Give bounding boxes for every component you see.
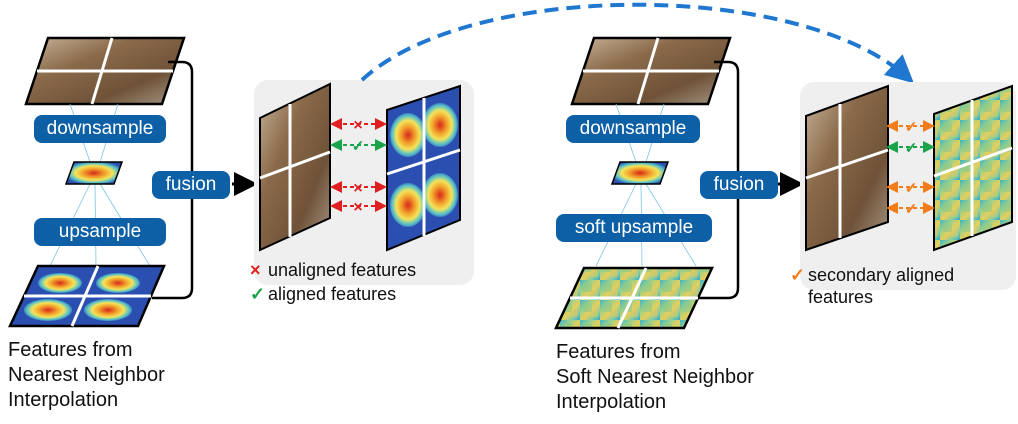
right-legend-secondary-line-2: features (808, 286, 873, 308)
check-icon: ✓ (250, 284, 266, 304)
left-caption-line-1: Features from (8, 339, 133, 361)
left-correspondence-arrows (330, 118, 387, 212)
secondary-label-line-2: features (808, 287, 874, 307)
svg-text:✓: ✓ (905, 201, 918, 218)
svg-text:×: × (353, 180, 362, 197)
secondary-label-line-1: secondary aligned (808, 265, 955, 285)
left-small-heatmap (64, 161, 124, 185)
left-caption-line-2: Nearest Neighbor (8, 364, 165, 386)
left-downsample-label: downsample (34, 115, 166, 143)
right-output-softmap (933, 84, 1013, 252)
right-upsample-label: soft upsample (556, 214, 712, 242)
left-caption: Features from Nearest Neighbor Interpola… (8, 338, 165, 413)
left-caption-line-3: Interpolation (8, 389, 119, 411)
right-correspondence-marks: ✓ ✓ ✓ ✓ (905, 119, 918, 218)
right-correspondence-arrows (886, 120, 935, 214)
transfer-arc (360, 2, 914, 84)
right-output-photo (805, 84, 889, 252)
right-top-photo (570, 36, 732, 106)
left-output-heatmap (386, 84, 461, 252)
right-bottom-softmap (554, 266, 714, 330)
svg-text:✓: ✓ (905, 119, 918, 136)
right-caption: Features from Soft Nearest Neighbor Inte… (556, 340, 754, 415)
right-caption-line-3: Interpolation (556, 391, 667, 413)
left-legend-unaligned: × unaligned features (250, 259, 416, 281)
right-fusion-label: fusion (700, 171, 778, 199)
right-small-heatmap (610, 161, 670, 185)
left-upsample-label: upsample (34, 218, 166, 246)
svg-text:✓: ✓ (352, 138, 365, 155)
left-output-photo (259, 82, 331, 252)
svg-text:✓: ✓ (905, 140, 918, 157)
unaligned-label: unaligned features (268, 260, 417, 280)
left-top-photo (24, 36, 186, 106)
left-legend-aligned: ✓aligned features (250, 283, 396, 305)
right-caption-line-1: Features from (556, 341, 681, 363)
cross-icon: × (250, 260, 261, 280)
left-correspondence-marks: × ✓ × × (352, 117, 365, 216)
svg-text:×: × (353, 199, 362, 216)
left-fusion-label: fusion (152, 171, 230, 199)
right-caption-line-2: Soft Nearest Neighbor (556, 366, 754, 388)
aligned-label: aligned features (268, 284, 397, 304)
svg-text:×: × (353, 117, 362, 134)
right-downsample-label: downsample (566, 115, 700, 143)
right-legend-secondary: ✓secondary aligned (790, 264, 954, 286)
check-icon: ✓ (790, 265, 806, 285)
left-bottom-heatmap (8, 264, 166, 328)
svg-text:✓: ✓ (905, 180, 918, 197)
